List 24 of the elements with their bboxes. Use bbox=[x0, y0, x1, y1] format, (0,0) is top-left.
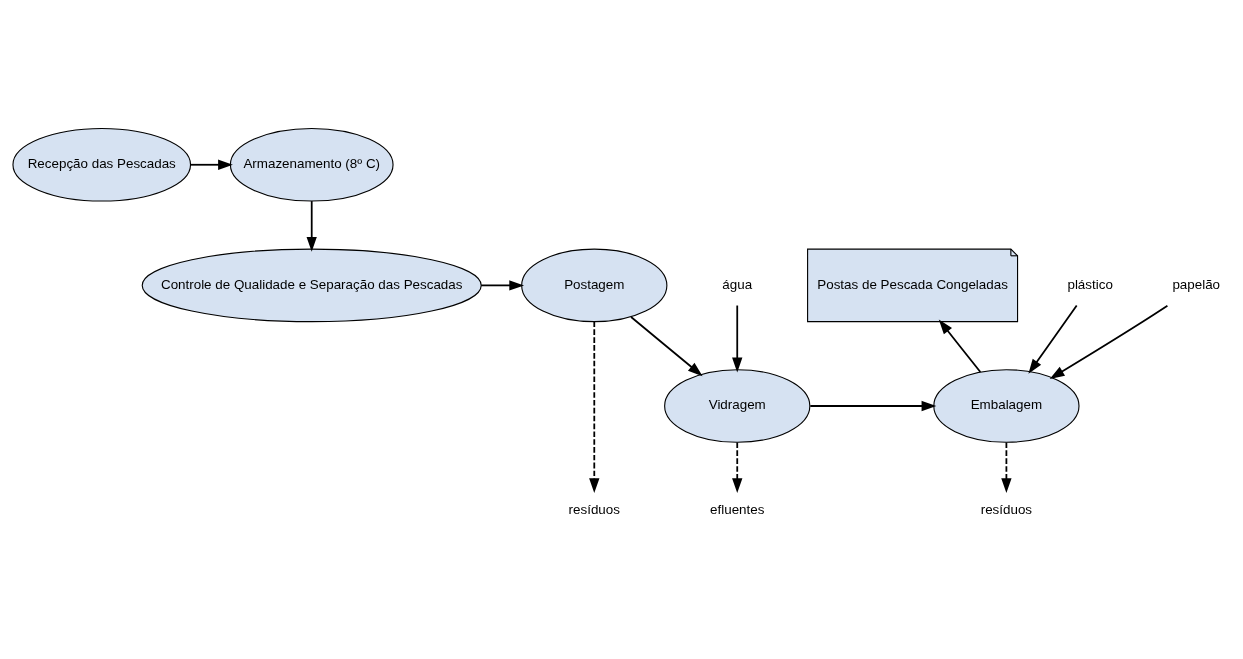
node-text: efluentes bbox=[710, 501, 765, 517]
node-ellipse: Controle de Qualidade e Separação das Pescadas bbox=[141, 248, 482, 323]
arrow bbox=[809, 400, 937, 412]
arrow bbox=[189, 159, 233, 170]
arrow bbox=[732, 441, 743, 493]
node-text: resíduos bbox=[568, 501, 620, 517]
node-ellipse: Embalagem bbox=[933, 369, 1080, 443]
arrow bbox=[589, 320, 600, 493]
node-text: água bbox=[722, 276, 753, 292]
arrow bbox=[630, 316, 703, 377]
node-text: papelão bbox=[1172, 276, 1221, 292]
arrow bbox=[1049, 304, 1169, 379]
arrow bbox=[306, 200, 317, 252]
arrow bbox=[1001, 441, 1012, 493]
node-ellipse: Recepção das Pescadas bbox=[12, 127, 192, 202]
arrow bbox=[1028, 304, 1078, 374]
node-text: resíduos bbox=[980, 501, 1033, 517]
node-text: plástico bbox=[1067, 276, 1113, 292]
arrow bbox=[480, 280, 525, 291]
node-ellipse: Postagem bbox=[521, 248, 668, 323]
node-ellipse: Armazenamento (8º C) bbox=[229, 127, 394, 202]
node-ellipse: Vidragem bbox=[664, 369, 811, 443]
arrow bbox=[732, 304, 743, 373]
arrow bbox=[938, 319, 982, 373]
